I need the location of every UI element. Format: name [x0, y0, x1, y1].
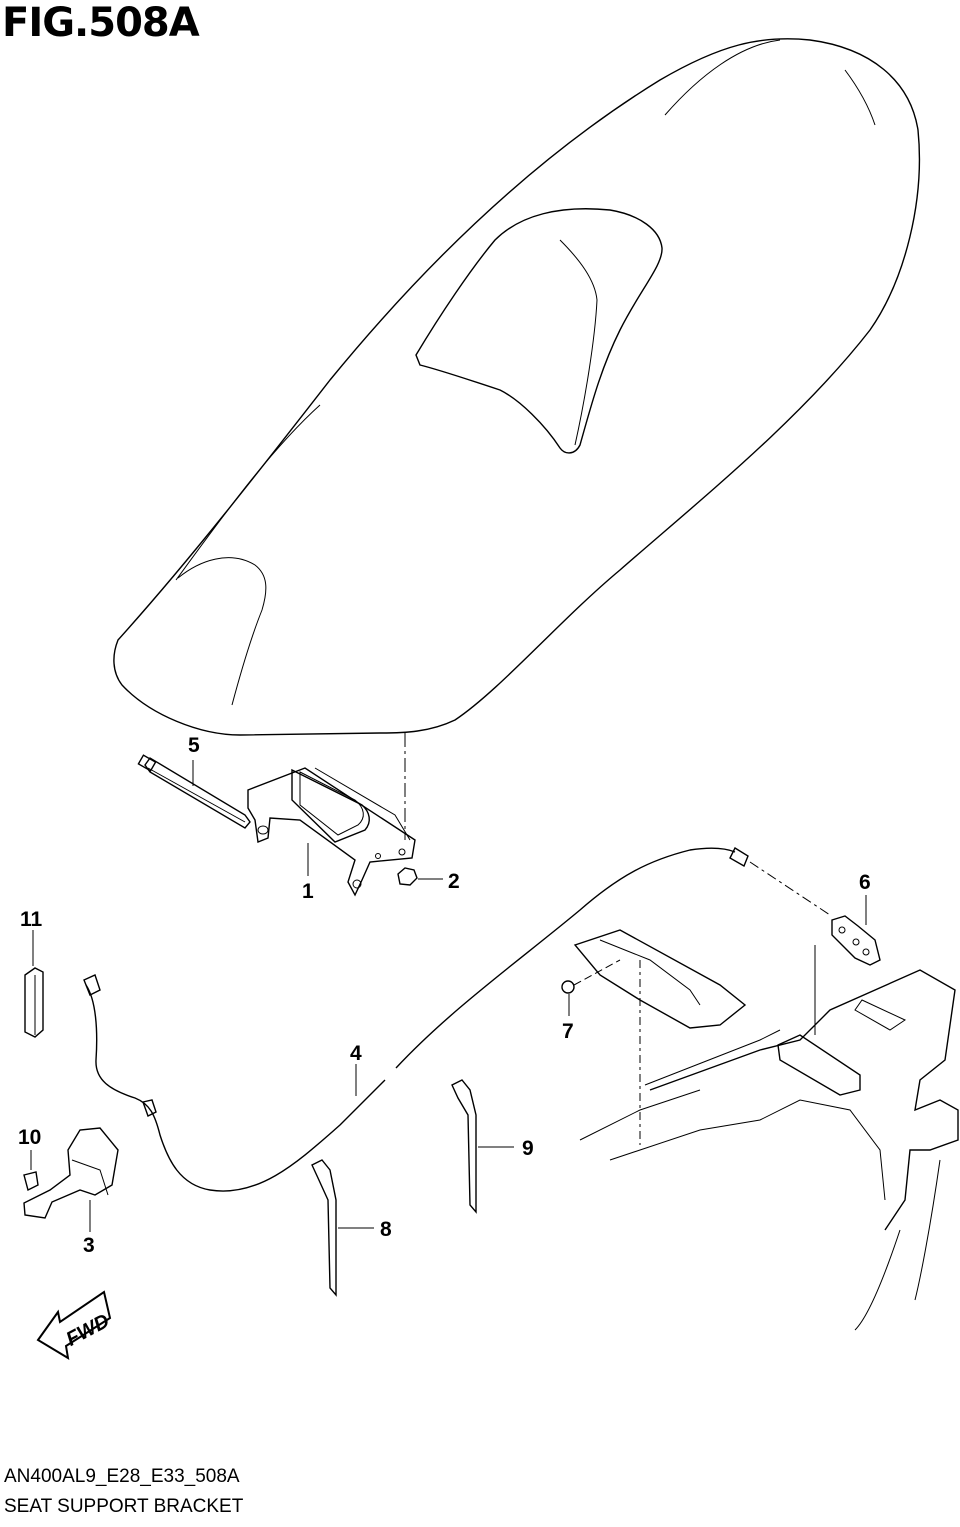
- callout-7: 7: [562, 1020, 574, 1043]
- callout-11: 11: [20, 908, 43, 931]
- screw: [561, 959, 621, 1016]
- sleeve: [24, 930, 44, 1038]
- callout-5: 5: [188, 734, 200, 757]
- guide-bracket: [23, 1127, 119, 1232]
- callout-4: 4: [350, 1042, 362, 1065]
- seat-lock-cable: [83, 847, 831, 1192]
- figure-title: FIG.508A: [2, 0, 200, 46]
- seat-lock: [831, 895, 881, 966]
- callout-8: 8: [380, 1218, 392, 1241]
- cable-tie-9: [451, 1079, 514, 1214]
- forward-arrow-icon: FWD: [36, 1290, 113, 1360]
- seat: [113, 38, 921, 840]
- callout-6: 6: [859, 871, 871, 894]
- frame: [573, 929, 959, 1331]
- pin: [137, 754, 251, 829]
- callout-2: 2: [448, 870, 460, 893]
- seat-support-bracket: [247, 767, 416, 897]
- callout-9: 9: [522, 1137, 534, 1160]
- callout-1: 1: [302, 880, 314, 903]
- callout-3: 3: [83, 1234, 95, 1257]
- nut: [397, 867, 443, 886]
- figure-description: SEAT SUPPORT BRACKET: [4, 1496, 244, 1517]
- callout-10: 10: [18, 1126, 41, 1149]
- drawing-code: AN400AL9_E28_E33_508A: [4, 1466, 240, 1487]
- cable-tie-8: [311, 1159, 374, 1297]
